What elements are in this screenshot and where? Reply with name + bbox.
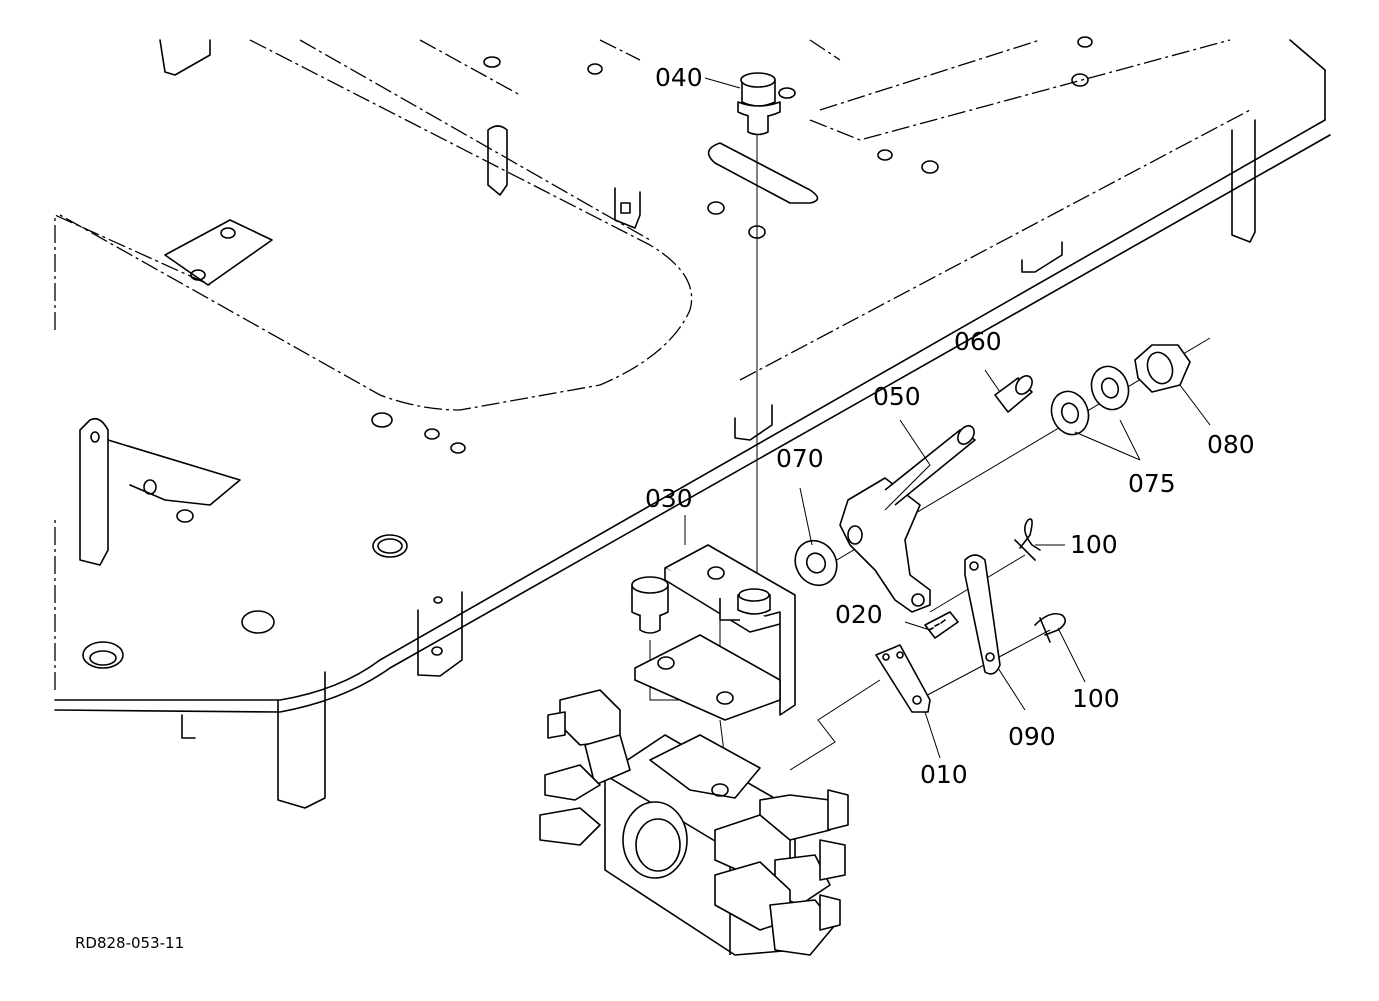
washers-075 xyxy=(1050,365,1130,436)
screw-020 xyxy=(924,611,959,639)
label-075: 075 xyxy=(1128,469,1176,498)
label-020: 020 xyxy=(835,600,883,629)
control-valve-assembly xyxy=(539,689,849,956)
diagram-code: RD828-053-11 xyxy=(75,934,184,952)
bracket-030 xyxy=(631,544,796,721)
link-090 xyxy=(964,554,1001,675)
label-100-lower: 100 xyxy=(1072,684,1120,713)
label-060: 060 xyxy=(954,327,1002,356)
lever-050 xyxy=(839,425,976,613)
bolt-040 xyxy=(737,72,781,136)
grip-060 xyxy=(994,375,1033,413)
label-030: 030 xyxy=(645,484,693,513)
washer-070 xyxy=(794,539,838,587)
mounting-holes xyxy=(82,36,1093,669)
clip-100-lower xyxy=(1034,612,1066,643)
label-050: 050 xyxy=(873,382,921,411)
label-010: 010 xyxy=(920,760,968,789)
label-090: 090 xyxy=(1008,722,1056,751)
nut-080 xyxy=(1134,344,1191,393)
plate-010 xyxy=(875,644,931,713)
label-040: 040 xyxy=(655,63,703,92)
clip-100-upper xyxy=(1014,518,1041,561)
label-080: 080 xyxy=(1207,430,1255,459)
label-100-upper: 100 xyxy=(1070,530,1118,559)
frame-plate xyxy=(54,36,1331,809)
label-070: 070 xyxy=(776,444,824,473)
leader-lines xyxy=(684,77,1211,759)
part-labels: 040 060 050 070 030 080 075 100 020 100 … xyxy=(75,63,1255,952)
